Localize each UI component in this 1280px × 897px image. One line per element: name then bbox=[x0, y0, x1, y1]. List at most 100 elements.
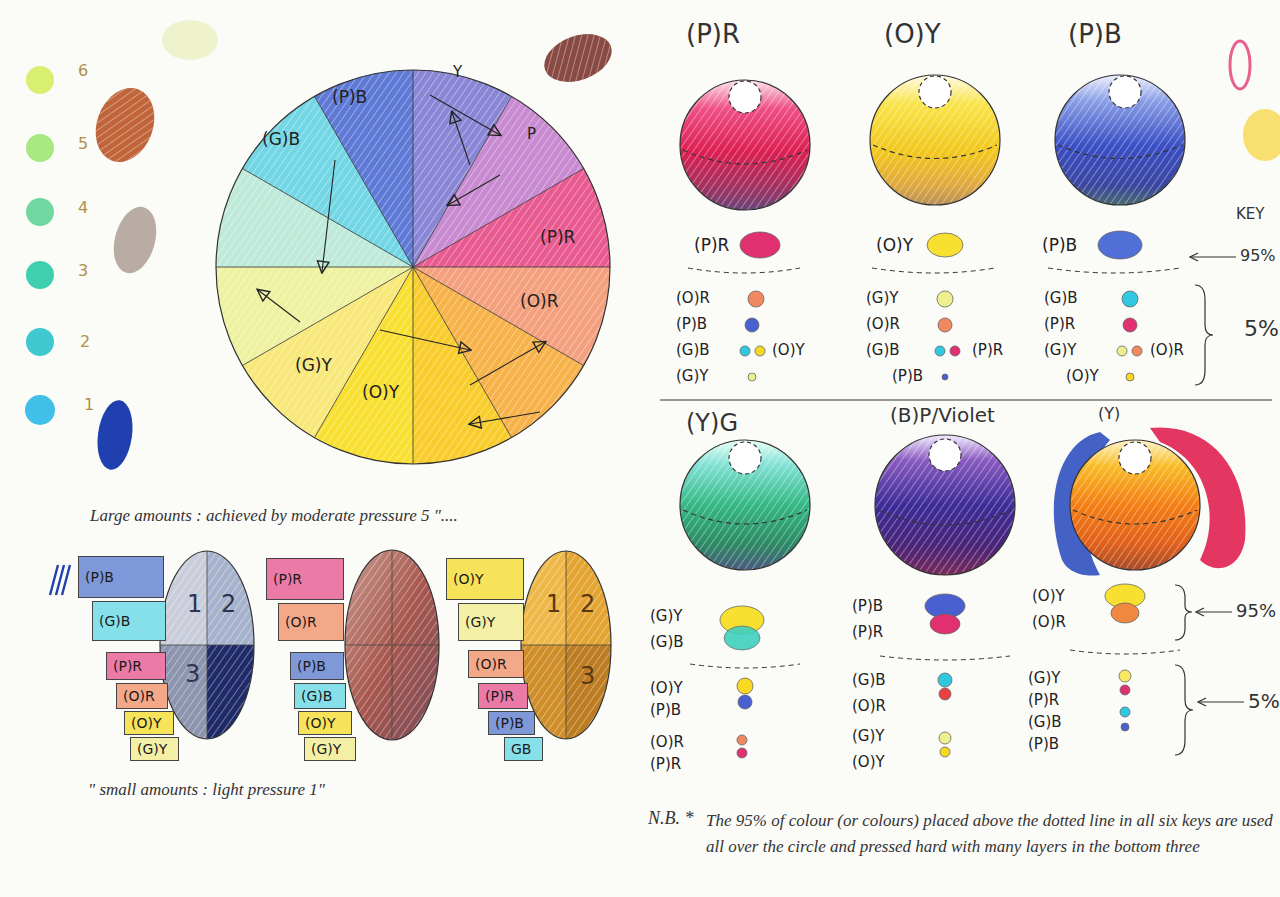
drawing-circle bbox=[1070, 440, 1200, 570]
text-label: (G)Y bbox=[676, 368, 709, 385]
pencil-hatch bbox=[159, 550, 255, 740]
drawing-line bbox=[660, 400, 1272, 401]
drawing-path bbox=[1190, 256, 1236, 257]
drawing-g bbox=[680, 75, 1200, 575]
text-label: (G)B bbox=[262, 130, 300, 150]
text-label: (O)R bbox=[852, 698, 886, 715]
text-label: 95% bbox=[1240, 247, 1276, 265]
drawing-path bbox=[1175, 665, 1193, 755]
drawing-ellipse bbox=[1111, 603, 1139, 623]
swatch-label: (G)B bbox=[99, 613, 130, 629]
swatch-label: (O)R bbox=[285, 614, 317, 630]
quadrant-number: 3 bbox=[580, 662, 595, 690]
text-label: (P)B bbox=[852, 598, 883, 615]
segment-divider bbox=[413, 96, 512, 267]
text-label: The 95% of colour (or colours) placed ab… bbox=[706, 808, 1276, 860]
text-label: (O)R bbox=[1032, 614, 1066, 631]
text-label: (O)R bbox=[866, 316, 900, 333]
drawing-g bbox=[258, 95, 545, 424]
drawing-circle bbox=[755, 346, 765, 356]
drawing-path bbox=[683, 150, 807, 164]
text-label: (B)P/Violet bbox=[890, 404, 995, 427]
drawing-path bbox=[448, 175, 500, 205]
drawing-path bbox=[1175, 585, 1192, 640]
text-label: (G)Y bbox=[650, 608, 683, 625]
drawing-path bbox=[452, 112, 470, 165]
quadrant-divider bbox=[160, 645, 254, 646]
drawing-path bbox=[688, 268, 800, 273]
text-label: 3 bbox=[78, 262, 88, 280]
colour-swatch-box: (O)R bbox=[278, 603, 344, 641]
drawing-circle bbox=[1117, 346, 1127, 356]
drawing-ellipse bbox=[927, 233, 963, 257]
segment-divider bbox=[413, 267, 610, 268]
quadrant-number: 1 bbox=[546, 590, 561, 618]
drawing-circle bbox=[738, 695, 752, 709]
text-label: (G)Y bbox=[1044, 342, 1077, 359]
drawing-path bbox=[470, 412, 540, 424]
text-label: KEY bbox=[1236, 206, 1264, 223]
drawing-circle bbox=[680, 440, 810, 570]
text-label: (P)B bbox=[892, 368, 923, 385]
text-label: (O)R bbox=[1150, 342, 1184, 359]
text-label: (O)Y bbox=[650, 680, 683, 697]
segment-divider bbox=[242, 267, 413, 366]
drawing-circle bbox=[737, 678, 753, 694]
wheel-outline bbox=[216, 70, 610, 464]
colour-swatch-box: (O)Y bbox=[446, 558, 524, 600]
drawing-path bbox=[1058, 145, 1182, 159]
drawing-circle bbox=[939, 688, 951, 700]
drawing-path bbox=[322, 160, 335, 272]
text-label: 95% bbox=[1236, 601, 1276, 622]
segment-divider bbox=[413, 169, 584, 268]
drawing-circle bbox=[737, 748, 747, 758]
drawing-ellipse bbox=[162, 20, 218, 60]
drawing-path bbox=[872, 268, 995, 273]
drawing-circle bbox=[680, 80, 810, 210]
drawing-circle bbox=[26, 198, 54, 226]
text-label: 5% bbox=[1244, 316, 1279, 341]
text-label: (P)B bbox=[1028, 736, 1059, 753]
drawing-circle bbox=[740, 346, 750, 356]
text-label: 1 bbox=[84, 396, 94, 414]
text-label: (O)Y bbox=[772, 342, 805, 359]
drawing-ellipse bbox=[345, 550, 439, 740]
drawing-circle bbox=[1132, 346, 1142, 356]
drawing-circle bbox=[938, 673, 952, 687]
drawing-circle bbox=[729, 81, 761, 113]
pencil-hatch bbox=[216, 70, 610, 464]
swatch-label: (O)Y bbox=[453, 571, 484, 587]
swatch-label: (P)R bbox=[485, 688, 514, 704]
drawing-path bbox=[873, 145, 997, 159]
drawing-path bbox=[258, 290, 300, 322]
drawing-ellipse bbox=[1243, 109, 1280, 161]
drawing-ellipse bbox=[345, 550, 439, 740]
drawing-ellipse bbox=[538, 25, 619, 90]
drawing-circle bbox=[745, 318, 759, 332]
quadrant-number: 3 bbox=[185, 660, 200, 688]
quadrant-divider bbox=[521, 645, 611, 646]
text-label: (P)B bbox=[1042, 236, 1077, 256]
swatch-label: (P)R bbox=[273, 571, 302, 587]
drawing-circle bbox=[937, 291, 953, 307]
text-label: (O)Y bbox=[362, 383, 399, 403]
drawing-ellipse bbox=[86, 80, 165, 171]
segment-divider bbox=[413, 267, 414, 464]
drawing-path bbox=[380, 330, 470, 350]
segment-divider bbox=[216, 267, 413, 268]
segment-divider bbox=[242, 169, 413, 268]
drawing-circle bbox=[1120, 707, 1130, 717]
drawing-circle bbox=[1055, 75, 1185, 205]
drawing-path bbox=[683, 510, 807, 524]
quadrant-number: 2 bbox=[580, 590, 595, 618]
drawing-path bbox=[50, 565, 70, 595]
drawing-ellipse bbox=[93, 398, 136, 472]
drawing-circle bbox=[26, 134, 54, 162]
drawing-circle bbox=[26, 261, 54, 289]
drawing-circle bbox=[680, 80, 810, 210]
drawing-ellipse bbox=[86, 80, 165, 171]
segment-divider bbox=[413, 267, 512, 438]
drawing-circle bbox=[929, 439, 961, 471]
text-label: P bbox=[527, 126, 536, 143]
text-label: " small amounts : light pressure 1" bbox=[88, 780, 325, 800]
